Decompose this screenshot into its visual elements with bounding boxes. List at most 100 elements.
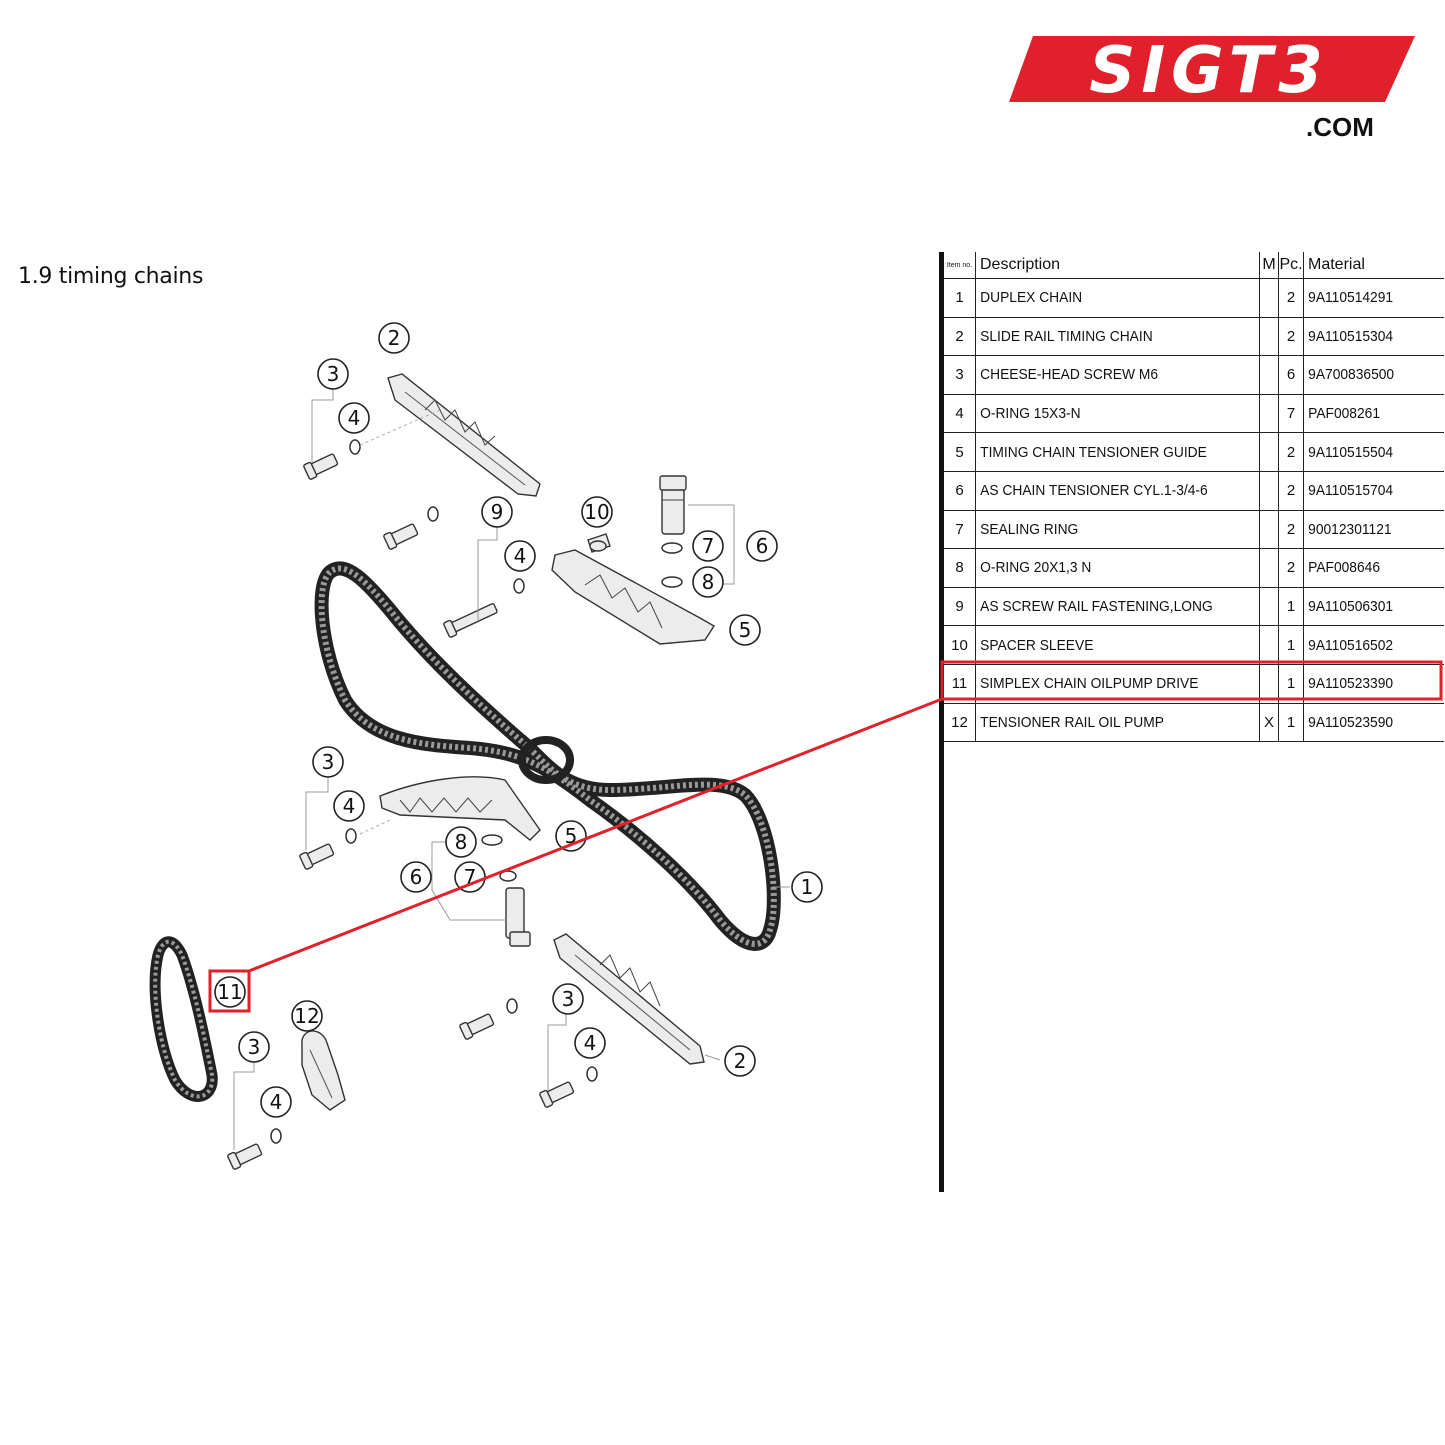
cell-description: SLIDE RAIL TIMING CHAIN (975, 317, 1237, 357)
svg-text:4: 4 (270, 1090, 283, 1114)
cell-material[interactable]: 9A110523390 (1303, 664, 1433, 704)
cell-material[interactable]: 9A700836500 (1303, 355, 1433, 395)
callout-4-b: 4 (504, 540, 536, 572)
callout-4-e: 4 (260, 1086, 292, 1118)
header-pc: Pc. (1278, 252, 1304, 279)
svg-text:2: 2 (734, 1049, 747, 1073)
header-item-no: Item no. (944, 252, 976, 279)
cell-material[interactable]: 9A110506301 (1303, 587, 1433, 627)
cell-m (1259, 394, 1279, 434)
cell-m (1259, 432, 1279, 472)
cell-m (1259, 510, 1279, 550)
tensioner-guide-upper (551, 549, 715, 645)
svg-text:9: 9 (491, 500, 504, 524)
svg-text:4: 4 (514, 544, 527, 568)
cell-m (1259, 278, 1279, 318)
callout-12: 12 (291, 1000, 323, 1032)
cell-item-no: 12 (944, 703, 976, 743)
cell-item-no: 10 (944, 625, 976, 665)
svg-text:6: 6 (756, 534, 769, 558)
svg-text:7: 7 (464, 865, 477, 889)
logo-text: SIGT3 (1089, 34, 1329, 108)
cell-pc: 2 (1278, 278, 1304, 318)
table-row[interactable]: 2 SLIDE RAIL TIMING CHAIN 2 9A110515304 (944, 317, 1444, 357)
chain-tensioner-cylinder-lower (505, 887, 531, 947)
callout-7-b: 7 (454, 861, 486, 893)
table-row[interactable]: 12 TENSIONER RAIL OIL PUMP X 1 9A1105235… (944, 703, 1444, 743)
table-row[interactable]: 9 AS SCREW RAIL FASTENING,LONG 1 9A11050… (944, 587, 1444, 627)
cell-material[interactable]: 9A110514291 (1303, 278, 1433, 318)
cell-pc: 1 (1278, 625, 1304, 665)
table-row[interactable]: 4 O-RING 15X3-N 7 PAF008261 (944, 394, 1444, 434)
table-row[interactable]: 5 TIMING CHAIN TENSIONER GUIDE 2 9A11051… (944, 432, 1444, 472)
callout-2-top: 2 (378, 322, 410, 354)
svg-text:11: 11 (217, 980, 242, 1004)
cell-material[interactable]: 9A110523590 (1303, 703, 1433, 743)
callout-11: 11 (214, 976, 246, 1008)
callout-8-b: 8 (445, 826, 477, 858)
svg-text:8: 8 (702, 570, 715, 594)
svg-text:5: 5 (565, 824, 578, 848)
table-row[interactable]: 3 CHEESE-HEAD SCREW M6 6 9A700836500 (944, 355, 1444, 395)
callout-5-a: 5 (729, 614, 761, 646)
table-row[interactable]: 8 O-RING 20X1,3 N 2 PAF008646 (944, 548, 1444, 588)
logo-domain-suffix: .COM (1306, 112, 1374, 142)
callout-1: 1 (791, 871, 823, 903)
cell-m (1259, 625, 1279, 665)
cell-pc: 2 (1278, 471, 1304, 511)
brand-logo-graphic: SIGT3 .COM (1009, 34, 1415, 142)
cell-item-no: 11 (944, 664, 976, 704)
cell-material[interactable]: PAF008261 (1303, 394, 1433, 434)
cell-item-no: 8 (944, 548, 976, 588)
cell-item-no: 7 (944, 510, 976, 550)
cell-m (1259, 471, 1279, 511)
callout-3-d: 3 (238, 1031, 270, 1063)
callout-10: 10 (581, 496, 613, 528)
svg-text:3: 3 (248, 1035, 261, 1059)
cell-material[interactable]: 9A110516502 (1303, 625, 1433, 665)
svg-text:12: 12 (294, 1004, 319, 1028)
header-description: Description (975, 252, 1260, 279)
cell-pc: 2 (1278, 510, 1304, 550)
parts-table: Item no. Description M Pc. Material 1 DU… (944, 252, 1444, 743)
cell-m (1259, 548, 1279, 588)
callout-6-b: 6 (400, 861, 432, 893)
cell-description: SPACER SLEEVE (975, 625, 1237, 665)
cell-description: SIMPLEX CHAIN OILPUMP DRIVE (975, 664, 1237, 704)
cell-pc: 6 (1278, 355, 1304, 395)
svg-text:4: 4 (343, 794, 356, 818)
callout-8-a: 8 (692, 566, 724, 598)
table-header-row: Item no. Description M Pc. Material (944, 252, 1444, 279)
page-title: 1.9 timing chains (18, 264, 204, 289)
brand-logo[interactable]: SIGT3 .COM (1005, 30, 1417, 148)
simplex-chain (149, 936, 218, 1102)
cell-material[interactable]: 9A110515504 (1303, 432, 1433, 472)
cell-material[interactable]: 9A110515704 (1303, 471, 1433, 511)
callout-4-c: 4 (333, 790, 365, 822)
svg-text:3: 3 (327, 362, 340, 386)
cell-m (1259, 664, 1279, 704)
callout-4-a: 4 (338, 402, 370, 434)
table-row[interactable]: 10 SPACER SLEEVE 1 9A110516502 (944, 625, 1444, 665)
table-row[interactable]: 7 SEALING RING 2 90012301121 (944, 510, 1444, 550)
cell-material[interactable]: PAF008646 (1303, 548, 1433, 588)
table-row[interactable]: 6 AS CHAIN TENSIONER CYL.1-3/4-6 2 9A110… (944, 471, 1444, 511)
svg-text:3: 3 (562, 987, 575, 1011)
svg-text:5: 5 (739, 618, 752, 642)
cell-material[interactable]: 90012301121 (1303, 510, 1433, 550)
slide-rail-top (387, 373, 541, 497)
callout-3-c: 3 (552, 983, 584, 1015)
cell-description: SEALING RING (975, 510, 1237, 550)
cell-pc: 7 (1278, 394, 1304, 434)
cell-m (1259, 355, 1279, 395)
cell-description: O-RING 20X1,3 N (975, 548, 1237, 588)
table-row[interactable]: 1 DUPLEX CHAIN 2 9A110514291 (944, 278, 1444, 318)
svg-text:10: 10 (584, 500, 609, 524)
exploded-parts-diagram: 1 2 2 3 3 3 3 4 4 4 4 4 5 5 6 6 7 7 8 8 … (149, 322, 823, 1170)
cell-description: CHEESE-HEAD SCREW M6 (975, 355, 1237, 395)
cell-item-no: 3 (944, 355, 976, 395)
svg-text:3: 3 (322, 750, 335, 774)
table-row-highlighted[interactable]: 11 SIMPLEX CHAIN OILPUMP DRIVE 1 9A11052… (944, 664, 1444, 704)
cell-material[interactable]: 9A110515304 (1303, 317, 1433, 357)
svg-text:7: 7 (702, 534, 715, 558)
